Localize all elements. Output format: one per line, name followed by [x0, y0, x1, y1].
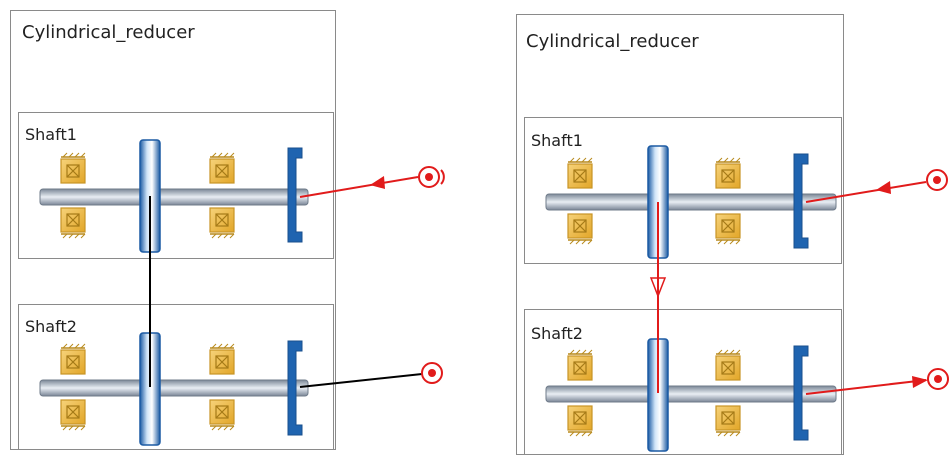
- left-reducer-title: Cylindrical_reducer: [22, 22, 195, 43]
- right-shaft2-box[interactable]: [524, 309, 842, 455]
- right-shaft2-assembly: [545, 338, 837, 452]
- left-shaft2-label: Shaft2: [25, 317, 77, 336]
- right-input-flow: [805, 169, 948, 203]
- right-shaft2-label: Shaft2: [531, 324, 583, 343]
- right-gear-mesh-flow: [649, 202, 667, 393]
- left-shaft2-assembly: [39, 332, 309, 446]
- left-shaft1-assembly: [39, 139, 309, 253]
- left-output-flow: [299, 362, 443, 388]
- left-shaft1-label: Shaft1: [25, 125, 77, 144]
- right-output-flow: [805, 368, 949, 395]
- right-reducer-title: Cylindrical_reducer: [526, 31, 699, 52]
- right-shaft1-label: Shaft1: [531, 131, 583, 150]
- right-shaft1-assembly: [545, 145, 837, 259]
- left-input-flow: [299, 166, 445, 198]
